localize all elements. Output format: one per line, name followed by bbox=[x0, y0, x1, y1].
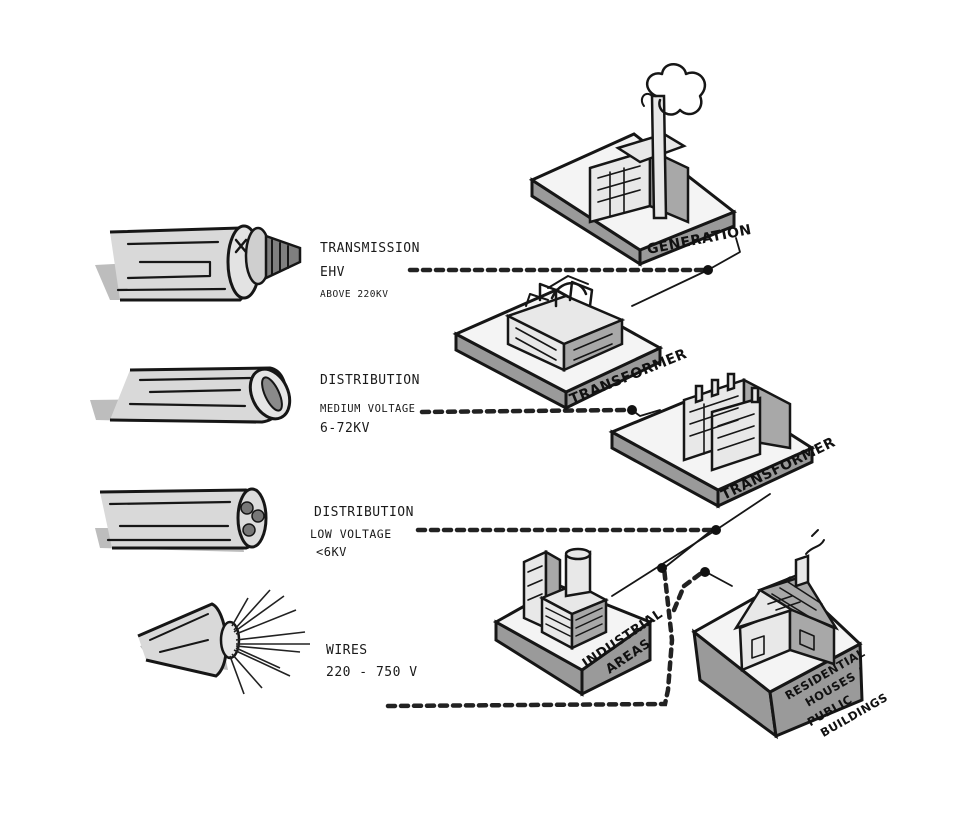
junction-node bbox=[711, 525, 721, 535]
svg-text:DISTRIBUTION: DISTRIBUTION bbox=[314, 505, 414, 520]
transmission-label: TRANSMISSION EHV ABOVE 220KV bbox=[320, 241, 420, 300]
svg-text:6-72KV: 6-72KV bbox=[320, 421, 370, 436]
svg-text:DISTRIBUTION: DISTRIBUTION bbox=[320, 373, 420, 388]
medium-voltage-label: DISTRIBUTION MEDIUM VOLTAGE 6-72KV bbox=[320, 373, 420, 436]
junction-node bbox=[627, 405, 637, 415]
medium-voltage-cable bbox=[90, 366, 292, 424]
svg-text:EHV: EHV bbox=[320, 265, 345, 280]
transformer-station-2 bbox=[608, 372, 816, 509]
svg-text:MEDIUM VOLTAGE: MEDIUM VOLTAGE bbox=[320, 403, 416, 415]
svg-text:220 - 750 V: 220 - 750 V bbox=[326, 665, 418, 680]
svg-text:<6KV: <6KV bbox=[316, 545, 347, 559]
wires-cable bbox=[137, 589, 310, 695]
svg-text:TRANSMISSION: TRANSMISSION bbox=[320, 241, 420, 256]
svg-text:ABOVE 220KV: ABOVE 220KV bbox=[320, 289, 388, 300]
junction-node bbox=[700, 567, 710, 577]
svg-text:LOW VOLTAGE: LOW VOLTAGE bbox=[310, 527, 392, 541]
connection-network bbox=[385, 237, 771, 709]
residential-buildings bbox=[691, 529, 864, 740]
transformer-station-1 bbox=[452, 275, 664, 411]
svg-text:WIRES: WIRES bbox=[326, 643, 368, 658]
industrial-areas bbox=[492, 547, 654, 697]
generation-plant bbox=[528, 63, 737, 267]
junction-node bbox=[703, 265, 713, 275]
wires-label: WIRES 220 - 750 V bbox=[326, 643, 418, 680]
transmission-cable bbox=[95, 224, 302, 302]
low-voltage-label: DISTRIBUTION LOW VOLTAGE <6KV bbox=[310, 505, 414, 559]
low-voltage-cable bbox=[95, 487, 268, 552]
junction-node bbox=[657, 563, 667, 573]
